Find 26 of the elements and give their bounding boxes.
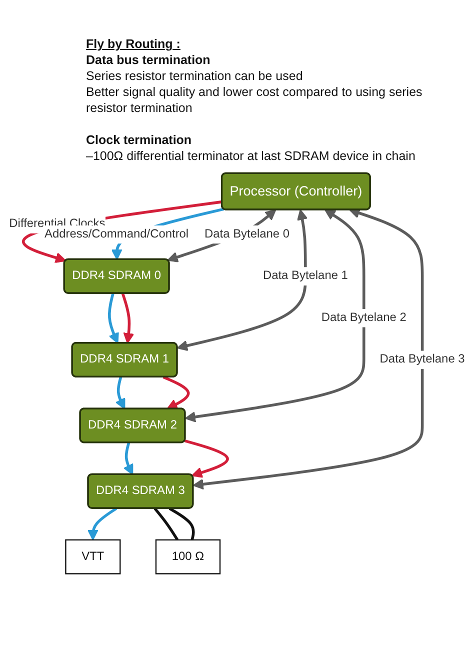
- arrow: [184, 439, 229, 478]
- arrow: [184, 209, 366, 422]
- edge-label: Data Bytelane 0: [204, 226, 290, 240]
- arrow: [123, 442, 134, 476]
- edge-label: Data Bytelane 1: [262, 268, 348, 282]
- arrow: [87, 507, 118, 540]
- arrow: [192, 208, 424, 490]
- arrow: [115, 376, 126, 410]
- body-text: Better signal quality and lower cost compared to using series resistor termination: [86, 84, 424, 116]
- body-text: –100Ω differential terminator at last SDRAM device in chain: [86, 148, 416, 164]
- section-heading: Data bus termination: [86, 52, 212, 68]
- section-heading: Clock termination: [86, 132, 193, 148]
- arrow: [121, 293, 134, 344]
- arrow: [162, 376, 190, 410]
- body-text: Series resistor termination can be used: [86, 68, 304, 84]
- arrow: [176, 209, 308, 352]
- arrow: [108, 293, 119, 344]
- connector: [154, 508, 179, 541]
- page-title: Fly by Routing :: [86, 36, 182, 52]
- connector: [168, 507, 195, 540]
- edge-label: Data Bytelane 3: [380, 352, 465, 366]
- node-box: 100 Ω: [155, 539, 221, 574]
- edge-label: Data Bytelane 2: [321, 310, 406, 324]
- edge-label: Address/Command/Control: [44, 226, 189, 240]
- node-box: VTT: [65, 539, 121, 574]
- arrow: [22, 200, 222, 264]
